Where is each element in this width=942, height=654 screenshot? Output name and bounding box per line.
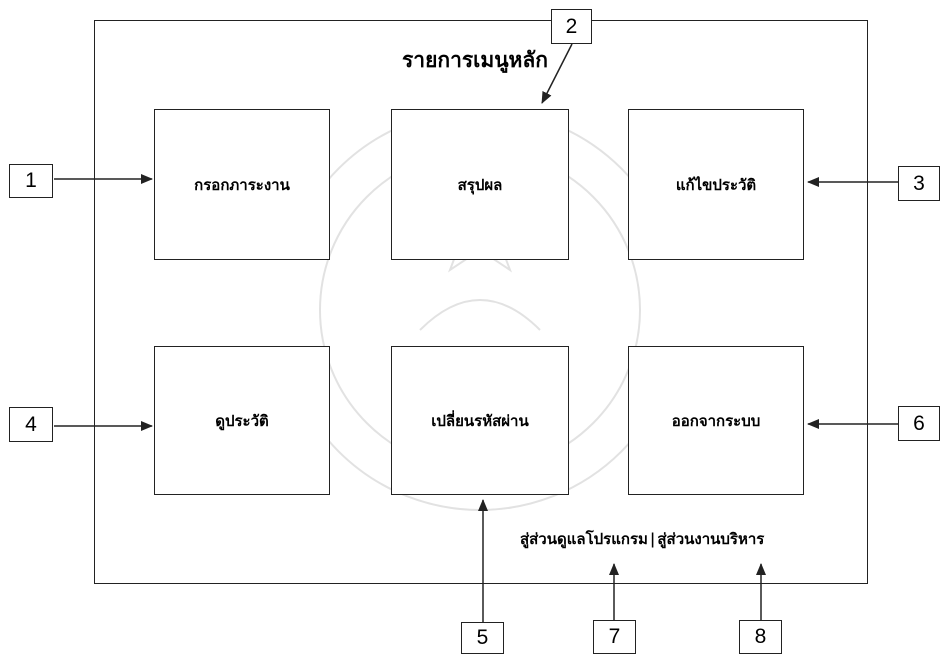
arrow-2 <box>541 43 573 104</box>
callout-1: 1 <box>9 164 53 198</box>
callout-7: 7 <box>593 620 636 654</box>
footer-links: สู่ส่วนดูแลโปรแกรม|สู่ส่วนงานบริหาร <box>520 527 860 551</box>
change-password-button[interactable]: เปลี่ยนรหัสผ่าน <box>391 346 569 495</box>
edit-profile-button[interactable]: แก้ไขประวัติ <box>628 109 804 260</box>
callout-5: 5 <box>461 622 504 654</box>
callout-4: 4 <box>9 407 53 442</box>
callout-3: 3 <box>898 166 940 201</box>
menu-title: รายการเมนูหลัก <box>402 47 548 72</box>
enter-workload-button[interactable]: กรอกภาระงาน <box>154 109 330 260</box>
logout-button[interactable]: ออกจากระบบ <box>628 346 804 495</box>
management-section-link[interactable]: สู่ส่วนงานบริหาร <box>657 530 765 548</box>
main-menu-frame <box>94 20 868 584</box>
callout-6: 6 <box>898 406 940 441</box>
admin-section-link[interactable]: สู่ส่วนดูแลโปรแกรม <box>520 530 648 548</box>
callout-8: 8 <box>739 620 782 654</box>
callout-2: 2 <box>551 9 592 44</box>
view-profile-button[interactable]: ดูประวัติ <box>154 346 330 495</box>
summary-button[interactable]: สรุปผล <box>391 109 569 260</box>
link-separator: | <box>649 530 656 548</box>
